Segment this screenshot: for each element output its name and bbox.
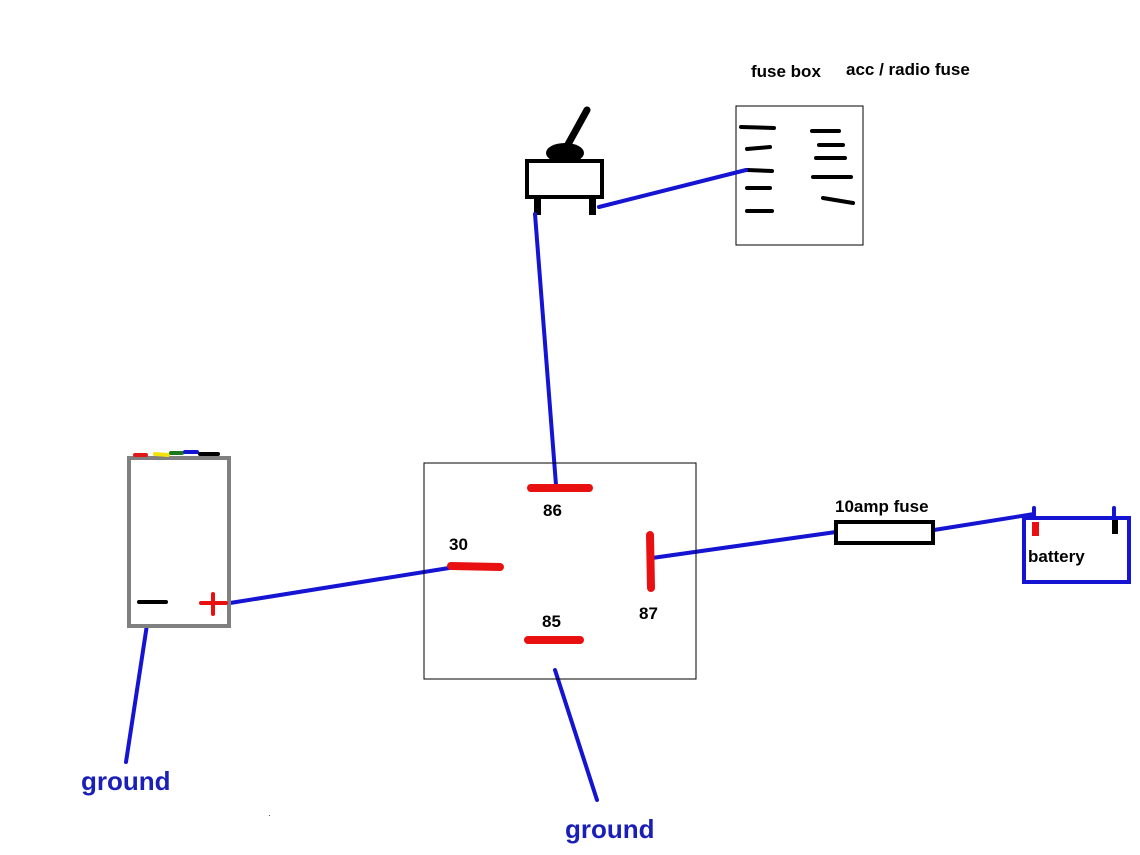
device-positive-terminal bbox=[199, 592, 228, 616]
wire-fuse-to-battery bbox=[932, 512, 1036, 532]
device-wire-yellow bbox=[153, 452, 170, 457]
relay-pin-30 bbox=[447, 562, 504, 571]
fuse-slot bbox=[821, 196, 855, 205]
fuse-slot bbox=[745, 168, 774, 173]
ground-label-relay: ground bbox=[565, 814, 655, 844]
battery-label: battery bbox=[1028, 547, 1085, 566]
toggle-switch-body bbox=[525, 159, 604, 199]
relay-pin-85-label: 85 bbox=[542, 612, 561, 631]
stray-dot bbox=[269, 815, 270, 816]
fuse-slot bbox=[745, 145, 772, 151]
ground-label-device: ground bbox=[81, 766, 171, 796]
wire-pin-85-to-ground bbox=[553, 668, 599, 802]
inline-fuse: 10amp fuse bbox=[834, 497, 935, 545]
toggle-switch-terminal-left bbox=[534, 197, 541, 215]
battery-outline bbox=[1022, 516, 1131, 584]
toggle-switch-lever bbox=[562, 106, 591, 152]
toggle-switch-terminal-right bbox=[589, 197, 596, 215]
toggle-switch-knob bbox=[546, 143, 584, 163]
inline-fuse-body bbox=[834, 520, 935, 545]
relay-pin-86-label: 86 bbox=[543, 501, 562, 520]
battery-positive-terminal bbox=[1032, 522, 1039, 536]
wires bbox=[124, 168, 1036, 802]
relay-outline bbox=[423, 462, 697, 680]
acc-radio-fuse-label: acc / radio fuse bbox=[846, 60, 970, 79]
wire-pin-30-to-device bbox=[228, 566, 451, 605]
relay-pin-87-label: 87 bbox=[639, 604, 658, 623]
wire-device-to-ground bbox=[124, 603, 152, 764]
wire-pin-87-to-fuse bbox=[650, 530, 838, 560]
relay-pin-30-label: 30 bbox=[449, 535, 468, 554]
toggle-switch bbox=[525, 106, 604, 215]
inline-fuse-label: 10amp fuse bbox=[835, 497, 929, 516]
battery: battery bbox=[1022, 506, 1131, 584]
relay-pin-87 bbox=[646, 531, 655, 592]
wire-switch-to-pin-86 bbox=[533, 212, 558, 487]
device bbox=[127, 450, 231, 628]
fuse-box-label: fuse box bbox=[751, 62, 821, 81]
fuse-box: fuse box acc / radio fuse bbox=[735, 60, 970, 246]
battery-negative-terminal bbox=[1112, 520, 1118, 534]
relay: 86 30 87 85 bbox=[423, 462, 697, 680]
fuse-slot bbox=[739, 125, 776, 130]
wire-fusebox-to-switch bbox=[597, 168, 748, 209]
